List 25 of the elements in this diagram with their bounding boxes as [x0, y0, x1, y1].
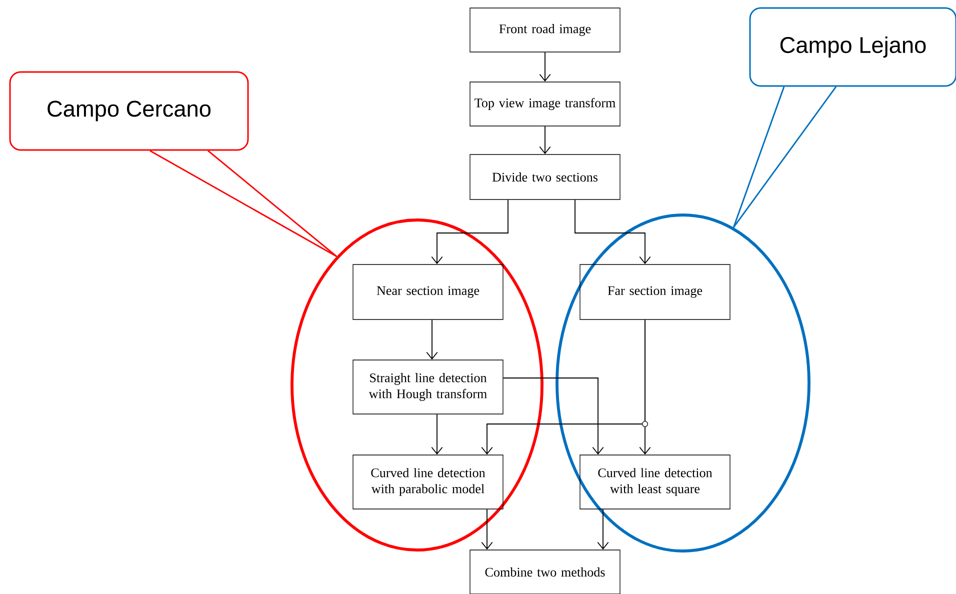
arrow — [539, 126, 551, 154]
arrow — [481, 319, 646, 455]
arrow — [431, 414, 443, 455]
arrow — [502, 378, 604, 455]
arrow — [426, 319, 438, 360]
process-box: Curved line detection with least square — [580, 454, 730, 510]
ellipse — [556, 214, 810, 552]
arrow — [431, 199, 508, 264]
arrow — [574, 199, 651, 264]
process-box: Straight line detection with Hough transform — [352, 360, 504, 414]
arrow — [539, 52, 551, 82]
arrow — [481, 508, 493, 550]
callout-box: Campo Cercano — [9, 71, 249, 151]
ellipse — [290, 218, 544, 552]
process-box: Top view image transform — [470, 82, 620, 126]
callout-tail — [732, 86, 837, 228]
process-box: Near section image — [352, 264, 504, 320]
arrow — [597, 508, 609, 550]
process-box: Combine two methods — [470, 550, 620, 594]
process-box: Curved line detection with parabolic model — [352, 454, 504, 510]
callout-box: Campo Lejano — [749, 7, 956, 87]
process-box: Far section image — [580, 264, 730, 320]
callout-tail — [149, 150, 338, 258]
process-box: Divide two sections — [470, 154, 620, 200]
process-box: Front road image — [470, 8, 620, 52]
